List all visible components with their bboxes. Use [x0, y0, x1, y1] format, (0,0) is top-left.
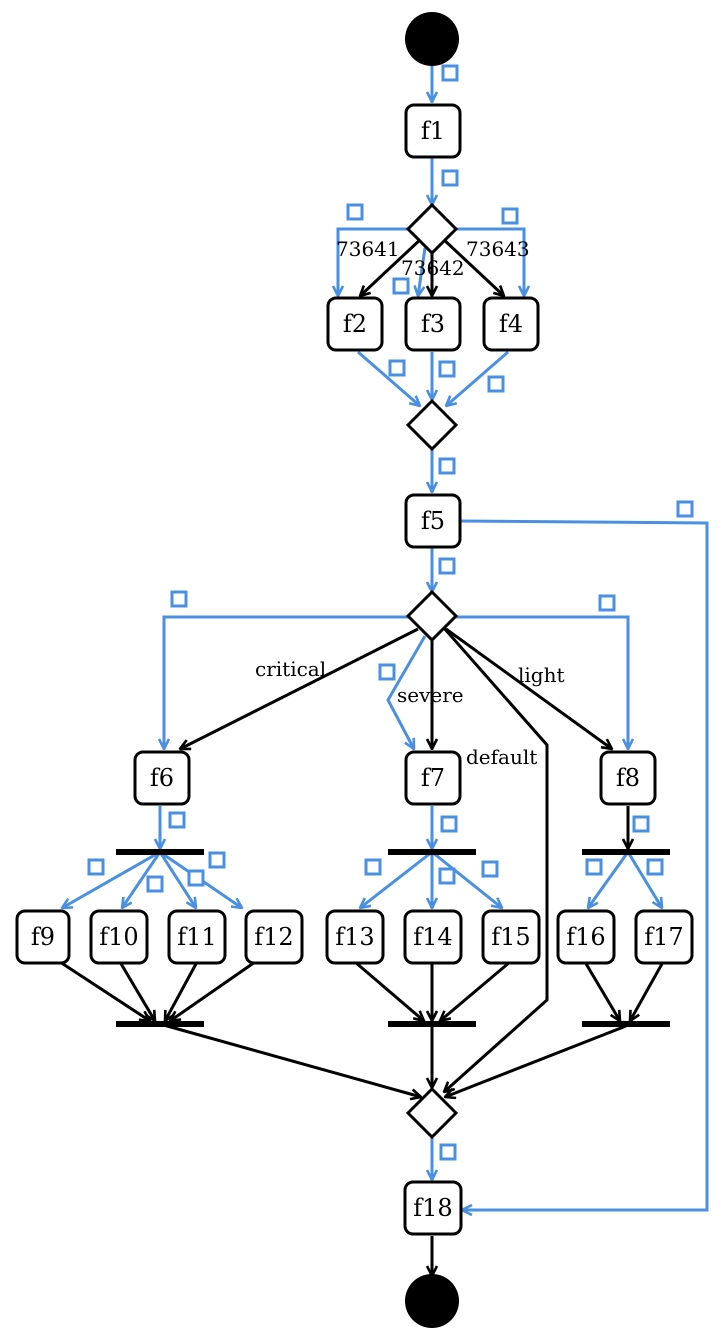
token: [438, 867, 456, 885]
object-flow-edges: [62, 64, 709, 1210]
token: [392, 277, 410, 295]
merge-diamond-1: [405, 398, 459, 452]
action-node-f2: f2: [326, 296, 384, 352]
edge-label-73641: 73641: [336, 237, 400, 261]
action-node-f6: f6: [133, 750, 191, 806]
token: [187, 869, 205, 887]
action-node-f5: f5: [404, 493, 462, 549]
action-node-f1: f1: [404, 103, 462, 159]
edge-label-critical: critical: [255, 657, 326, 681]
token: [87, 858, 105, 876]
token: [439, 1143, 457, 1161]
node-label: f5: [421, 507, 445, 535]
edge-label-73642: 73642: [401, 256, 465, 280]
node-label: f17: [644, 923, 683, 951]
node-label: f12: [254, 923, 293, 951]
edge-label-light: light: [518, 663, 565, 687]
token: [598, 594, 616, 612]
action-node-f11: f11: [167, 909, 227, 965]
control-flow-edges: [59, 236, 665, 1276]
token: [441, 64, 459, 82]
merge-diamond-2: [405, 1086, 459, 1140]
node-label: f3: [421, 310, 445, 338]
token: [170, 590, 188, 608]
node-label: f7: [421, 764, 445, 792]
action-node-f15: f15: [481, 909, 541, 965]
node-label: f16: [566, 923, 605, 951]
token: [632, 815, 650, 833]
token: [364, 858, 382, 876]
node-label: f11: [177, 923, 216, 951]
node-label: f14: [413, 923, 452, 951]
edge-label-severe: severe: [397, 683, 464, 707]
action-node-f3: f3: [404, 296, 462, 352]
token: [438, 360, 456, 378]
token: [440, 815, 458, 833]
action-node-f4: f4: [482, 296, 540, 352]
action-node-f9: f9: [15, 909, 71, 965]
token: [441, 169, 459, 187]
node-label: f2: [343, 310, 367, 338]
token: [501, 207, 519, 225]
action-node-f13: f13: [325, 909, 385, 965]
edge-label-default: default: [466, 745, 537, 769]
token: [481, 860, 499, 878]
token: [388, 359, 406, 377]
token: [438, 457, 456, 475]
node-label: f8: [616, 764, 640, 792]
node-label: f10: [99, 923, 138, 951]
token: [487, 375, 505, 393]
node-label: f6: [150, 764, 174, 792]
action-node-f7: f7: [404, 750, 462, 806]
token: [146, 875, 164, 893]
token: [676, 500, 694, 518]
decision-diamond-2: [405, 589, 459, 643]
action-node-f14: f14: [403, 909, 463, 965]
object-tokens: [87, 64, 694, 1161]
token: [646, 858, 664, 876]
initial-node: [405, 12, 459, 66]
action-node-f12: f12: [244, 909, 304, 965]
action-node-f16: f16: [556, 909, 616, 965]
final-node: [405, 1274, 459, 1328]
edge-label-73643: 73643: [466, 237, 530, 261]
action-node-f10: f10: [89, 909, 149, 965]
action-node-f17: f17: [634, 909, 694, 965]
token: [585, 858, 603, 876]
node-label: f18: [413, 1194, 452, 1222]
node-label: f15: [491, 923, 530, 951]
token: [438, 557, 456, 575]
token: [346, 203, 364, 221]
node-label: f1: [421, 117, 445, 145]
node-label: f4: [499, 310, 523, 338]
node-label: f9: [31, 923, 55, 951]
token: [378, 663, 396, 681]
decision-diamond-1: [405, 202, 459, 256]
token: [168, 811, 186, 829]
action-node-f8: f8: [599, 750, 657, 806]
node-label: f13: [335, 923, 374, 951]
action-node-f18: f18: [403, 1180, 463, 1236]
token: [208, 851, 226, 869]
